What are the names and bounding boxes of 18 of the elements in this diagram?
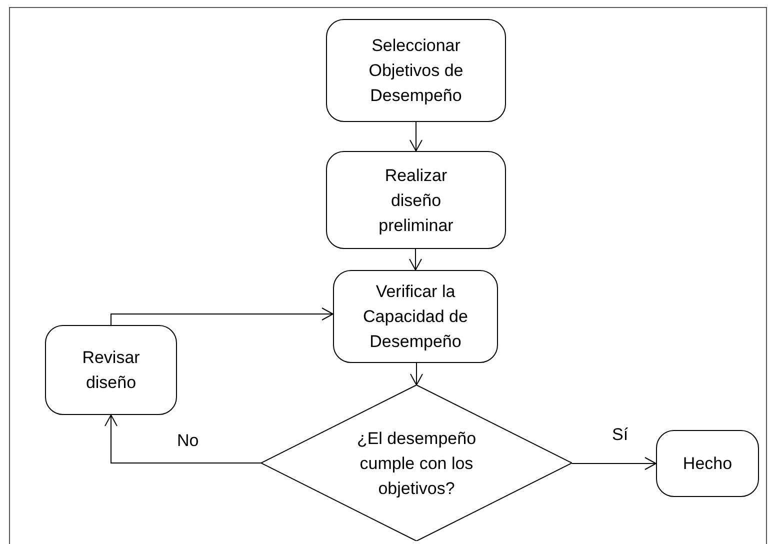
node-text: Verificar la Capacidad de Desempeño bbox=[362, 281, 469, 353]
process-box bbox=[333, 270, 498, 363]
node-text: Hecho bbox=[682, 453, 734, 475]
arrow bbox=[110, 308, 334, 326]
arrow bbox=[409, 248, 422, 270]
process-box bbox=[326, 19, 506, 122]
process-box bbox=[326, 151, 506, 249]
decision-diamond bbox=[261, 385, 572, 541]
arrow bbox=[410, 362, 423, 386]
process-box bbox=[45, 325, 177, 415]
arrow bbox=[572, 457, 656, 470]
arrow bbox=[410, 122, 422, 152]
process-box bbox=[656, 430, 759, 497]
node-text: Seleccionar Objetivos de Desempeño bbox=[368, 35, 464, 107]
node-text: Revisar diseño bbox=[81, 347, 141, 394]
node-text: ¿El desempeño cumple con los objetivos? bbox=[356, 428, 478, 500]
node-text: Realizar diseño preliminar bbox=[378, 164, 454, 236]
arrow bbox=[104, 414, 262, 464]
